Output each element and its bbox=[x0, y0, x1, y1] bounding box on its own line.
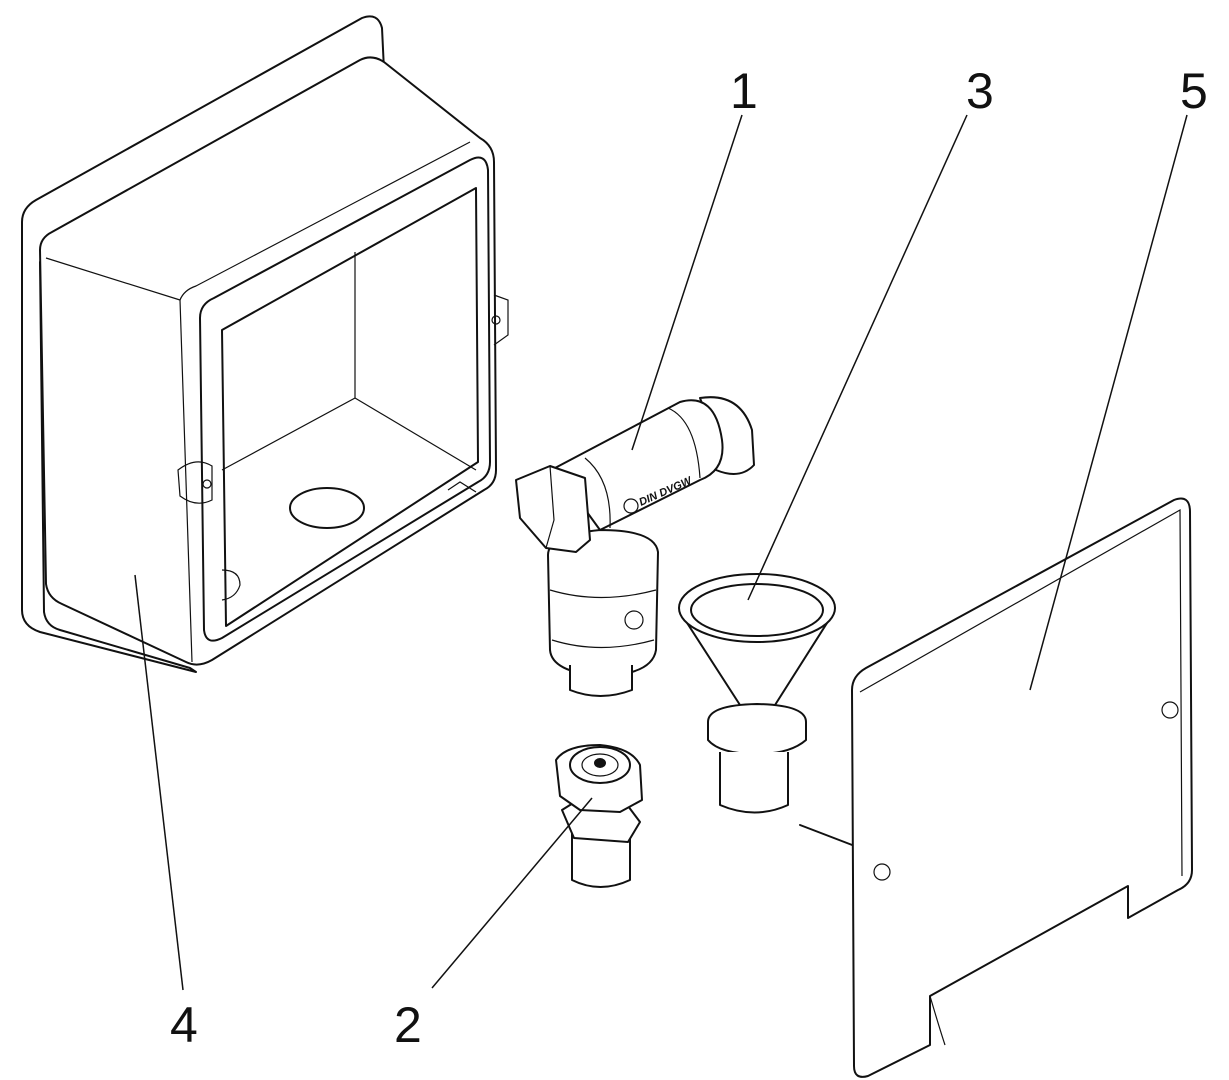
part-4-wall-box bbox=[21, 15, 509, 673]
fitting-bore bbox=[594, 758, 606, 768]
leader-line-4 bbox=[134, 574, 184, 991]
callout-2: 2 bbox=[394, 997, 422, 1053]
part-2-fitting bbox=[555, 744, 643, 888]
callout-1: 1 bbox=[730, 63, 758, 119]
part-1-angle-valve: DIN DVGW bbox=[515, 396, 755, 697]
callout-3: 3 bbox=[966, 63, 994, 119]
leader-line-1 bbox=[631, 114, 743, 451]
part-5-cover bbox=[799, 497, 1193, 1078]
leader-line-5 bbox=[1029, 114, 1188, 691]
callout-4: 4 bbox=[170, 997, 198, 1053]
leader-line-3 bbox=[747, 114, 968, 601]
callout-5: 5 bbox=[1180, 63, 1208, 119]
leader-line-2 bbox=[431, 797, 593, 989]
part-3-funnel bbox=[678, 573, 836, 814]
